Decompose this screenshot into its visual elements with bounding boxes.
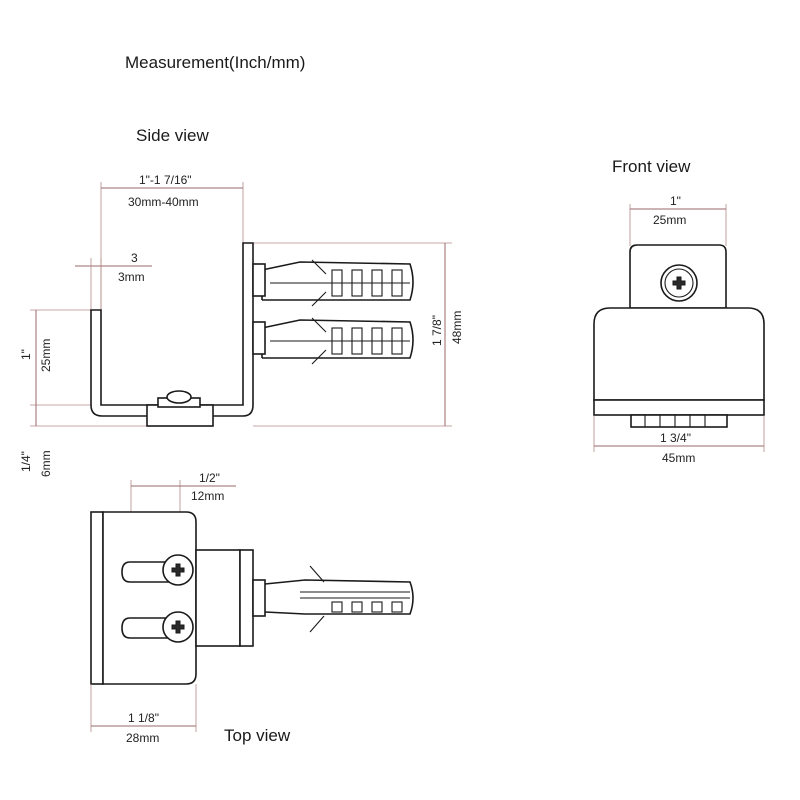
side-base-inch: 1/4" [19,451,33,472]
side-depth-mm: 30mm-40mm [128,195,199,209]
side-bracket [90,242,254,427]
top-width-dimension: 1 1/8" 28mm [90,684,197,745]
side-height-mm: 48mm [450,311,464,344]
front-body [593,307,765,428]
top-slot-dimension: 1/2" 12mm [130,471,236,560]
front-top-dimension: 1" 25mm [629,194,727,246]
top-slot-mm: 12mm [191,489,224,503]
front-top-inch: 1" [670,194,681,208]
side-view-label: Side view [136,126,209,145]
side-thickness-mm: 3mm [118,270,145,284]
top-slot-inch: 1/2" [199,471,220,485]
side-view: Side view 1"-1 7/16" 30mm-40mm 3 3mm 1" … [19,126,464,477]
top-view-label: Top view [224,726,291,745]
diagram-title: Measurement(Inch/mm) [125,53,305,72]
side-lip-inch: 1" [19,349,33,360]
side-depth-dimension: 1"-1 7/16" 30mm-40mm [100,173,244,310]
top-bracket [90,511,254,685]
side-depth-inch: 1"-1 7/16" [139,173,192,187]
front-view: Front view 1" 25mm [593,157,765,465]
side-height-dimension: 1 7/8" 48mm [253,242,464,427]
top-width-mm: 28mm [126,731,159,745]
side-height-inch: 1 7/8" [430,315,444,346]
front-top-mm: 25mm [653,213,686,227]
top-width-inch: 1 1/8" [128,711,159,725]
side-lip-mm: 25mm [39,339,53,372]
side-lip-dimension: 1" 25mm 1/4" 6mm [19,309,150,477]
side-thickness-dimension: 3 3mm [75,251,152,312]
front-bottom-mm: 45mm [662,451,695,465]
front-bottom-inch: 1 3/4" [660,431,691,445]
side-anchor-bottom [252,317,414,365]
top-view: Top view 1/2" 12mm [90,471,414,745]
front-view-label: Front view [612,157,691,176]
side-anchor-top [252,259,414,307]
side-base-mm: 6mm [39,450,53,477]
side-thickness-inch: 3 [131,251,138,265]
top-anchor [252,565,414,633]
front-plate [629,244,727,309]
front-bottom-dimension: 1 3/4" 45mm [593,416,765,465]
